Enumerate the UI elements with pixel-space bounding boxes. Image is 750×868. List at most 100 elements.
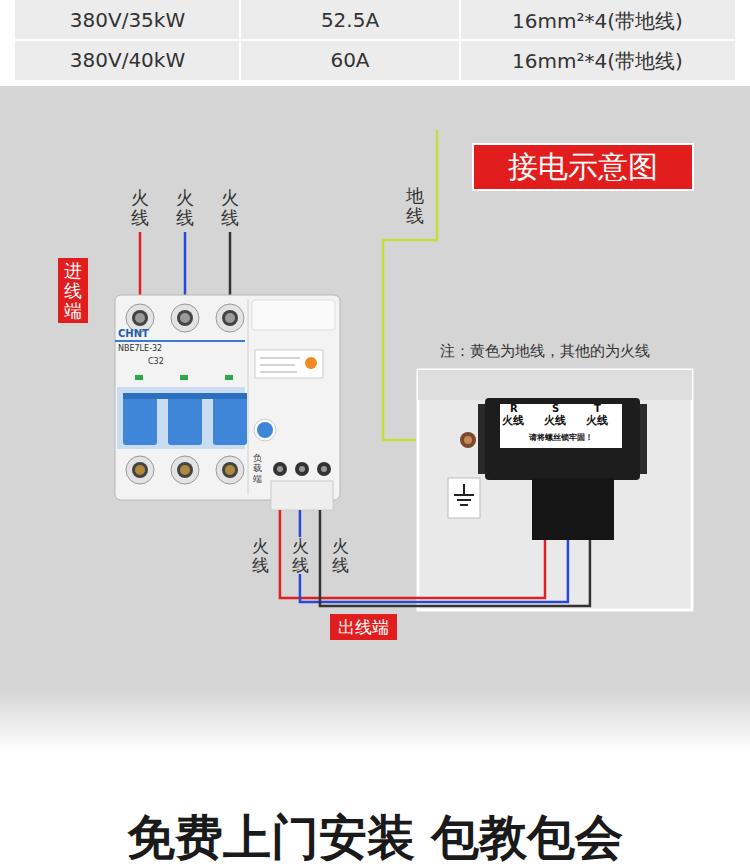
breaker-body-part bbox=[248, 299, 249, 495]
node-text: 进线端 bbox=[64, 261, 82, 320]
node-text: 火线 bbox=[544, 415, 566, 428]
title-box: 接电示意图 bbox=[472, 143, 694, 191]
node-text: 接电示意图 bbox=[508, 149, 658, 185]
breaker-body-part bbox=[115, 295, 340, 500]
breaker-body-part bbox=[277, 466, 283, 472]
breaker-body-part bbox=[260, 358, 300, 359]
terminal-photo-part bbox=[485, 398, 640, 480]
terminal-photo-part bbox=[418, 370, 692, 610]
breaker-body-part bbox=[222, 310, 238, 326]
node-text: C32 bbox=[148, 357, 164, 366]
circuit-breaker: CHNT NBE7LE-32C32 负载端 bbox=[115, 295, 340, 510]
breaker-body-part bbox=[126, 456, 154, 484]
terminal-box: RST火线火线火线请将螺丝锁牢固！ bbox=[485, 398, 640, 540]
node-text: T bbox=[594, 403, 601, 415]
breaker-body-part bbox=[216, 304, 244, 332]
breaker-body-part bbox=[273, 462, 287, 476]
breaker-body-part bbox=[171, 304, 199, 332]
breaker-body-part bbox=[255, 350, 323, 378]
input-wires-part bbox=[184, 232, 187, 298]
wire-label: 地线 bbox=[406, 186, 424, 226]
breaker-body-part bbox=[171, 456, 199, 484]
breaker-body-part bbox=[271, 481, 333, 510]
breaker-body-part bbox=[257, 422, 273, 438]
table-cell: 52.5A bbox=[240, 8, 460, 32]
node-text: CHNT bbox=[118, 328, 149, 340]
node-text: 请将螺丝锁牢固！ bbox=[529, 433, 593, 442]
spec-table-part bbox=[239, 0, 241, 80]
breaker-body-part bbox=[123, 393, 247, 399]
wire-label: 注：黄色为地线，其他的为火线 bbox=[440, 342, 650, 361]
node-text: R bbox=[510, 403, 518, 415]
breaker-body-part bbox=[305, 357, 317, 369]
breaker-body-part bbox=[180, 375, 188, 380]
node-text: NBE7LE-32 bbox=[118, 344, 162, 353]
input-wires bbox=[140, 232, 230, 298]
terminal-photo-part bbox=[463, 484, 465, 495]
terminal-photo bbox=[418, 370, 692, 610]
terminal-photo-part bbox=[500, 404, 622, 448]
breaker-body-part bbox=[252, 300, 335, 330]
wire-label: 火线 bbox=[131, 188, 149, 228]
terminal-photo-part bbox=[532, 478, 614, 540]
terminal-photo-part bbox=[454, 494, 474, 496]
breaker-body-part bbox=[177, 462, 193, 478]
terminal-photo-part bbox=[460, 432, 476, 448]
breaker-body-part bbox=[222, 462, 238, 478]
inlet-tag: 进线端 bbox=[58, 258, 88, 323]
breaker-body-part bbox=[135, 465, 145, 475]
node-text: 火线 bbox=[586, 415, 608, 428]
node-text: 火线 bbox=[502, 415, 524, 428]
wire-label: 火线 bbox=[252, 537, 269, 574]
breaker-body-part bbox=[180, 465, 190, 475]
breaker-body-part bbox=[317, 462, 331, 476]
spec-table-part bbox=[459, 0, 461, 80]
spec-table-part bbox=[15, 0, 735, 80]
breaker-body-part bbox=[177, 310, 193, 326]
input-wires-part bbox=[139, 232, 142, 298]
wire-label: 火线 bbox=[332, 537, 349, 574]
breaker-body-part bbox=[295, 462, 309, 476]
background-part bbox=[0, 0, 750, 86]
outlet-tag: 出线端 bbox=[330, 614, 397, 640]
node-text: S bbox=[552, 403, 559, 415]
table-cell: 380V/35kW bbox=[15, 8, 240, 32]
node-text: 出线端 bbox=[338, 616, 389, 638]
spec-table-part bbox=[15, 39, 735, 41]
breaker-body-part bbox=[225, 313, 235, 323]
terminal-photo-part bbox=[448, 478, 480, 518]
breaker-body-part bbox=[260, 365, 295, 366]
spec-table bbox=[15, 0, 735, 80]
terminal-photo-part bbox=[418, 370, 692, 400]
breaker-body-part bbox=[260, 372, 297, 373]
wire-label: 火线 bbox=[176, 188, 194, 228]
breaker-body-part bbox=[225, 375, 233, 380]
breaker-body-part bbox=[115, 340, 245, 342]
breaker-body-part bbox=[123, 393, 157, 445]
wire-label: 火线 bbox=[292, 537, 309, 574]
breaker-body-part bbox=[216, 456, 244, 484]
breaker-body-part bbox=[132, 462, 148, 478]
breaker-body-part bbox=[135, 313, 145, 323]
output-wire bbox=[300, 510, 568, 602]
output-wire bbox=[320, 510, 590, 606]
terminal-photo-part bbox=[464, 436, 472, 444]
breaker-body-part bbox=[168, 393, 202, 445]
table-cell: 380V/40kW bbox=[15, 48, 240, 72]
breaker-body-part bbox=[321, 466, 327, 472]
breaker-body-part bbox=[135, 375, 143, 380]
breaker-body-part bbox=[126, 304, 154, 332]
breaker-body-part bbox=[254, 419, 276, 441]
breaker-body-part bbox=[180, 313, 190, 323]
breaker-body-part bbox=[213, 393, 247, 445]
breaker-body-part bbox=[132, 310, 148, 326]
breaker-body bbox=[115, 295, 340, 510]
node-text: 负载端 bbox=[253, 453, 262, 484]
breaker-body-part bbox=[225, 465, 235, 475]
terminal-photo-part bbox=[457, 499, 471, 501]
wire-label: 火线 bbox=[221, 188, 239, 228]
